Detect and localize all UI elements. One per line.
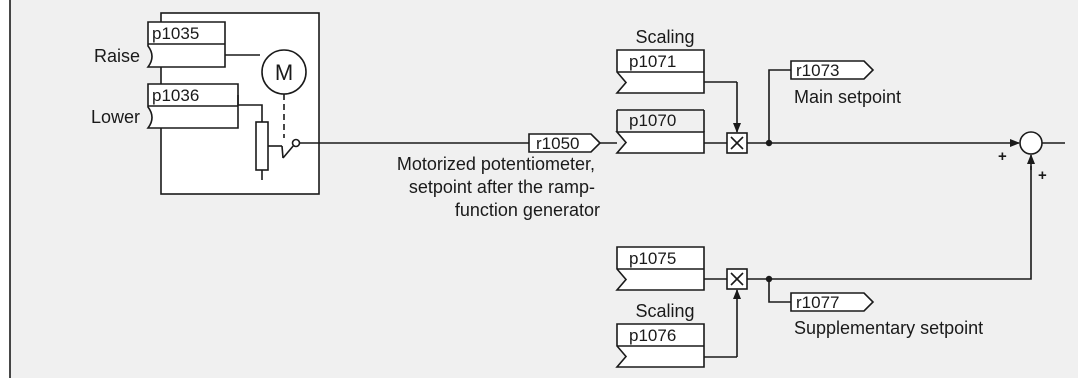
potentiometer-wiper-terminal [291,138,301,148]
potentiometer-resistor [255,121,269,171]
supplementary-setpoint-label: Supplementary setpoint [794,318,983,338]
supplementary-plus-sign: + [1038,167,1047,184]
p1070-param-id: p1070 [629,111,676,130]
r1050-param-id: r1050 [536,134,579,153]
main-setpoint-label: Main setpoint [794,87,901,107]
p1076-param-id: p1076 [629,326,676,345]
p1070-input-connector[interactable] [615,131,705,154]
r1050-output-connector[interactable] [528,133,602,153]
r1077-output-connector[interactable] [790,292,875,312]
raise-label: Raise [94,46,140,66]
r1073-param-id: r1073 [796,61,839,80]
r1050-description: Motorized potentiometer, setpoint after … [397,154,600,220]
main-scaling-label: Scaling [635,27,694,47]
supplementary-scaling-label: Scaling [635,301,694,321]
p1071-param-id: p1071 [629,52,676,71]
r1073-output-connector[interactable] [790,60,875,80]
main-plus-sign: + [998,148,1007,165]
p1075-param-id: p1075 [629,249,676,268]
raise-param-id: p1035 [152,24,199,43]
summing-point [1019,131,1043,155]
lower-param-id: p1036 [152,86,199,105]
lower-label: Lower [91,107,140,127]
r1077-param-id: r1077 [796,293,839,312]
motor-symbol-label: M [275,60,293,85]
